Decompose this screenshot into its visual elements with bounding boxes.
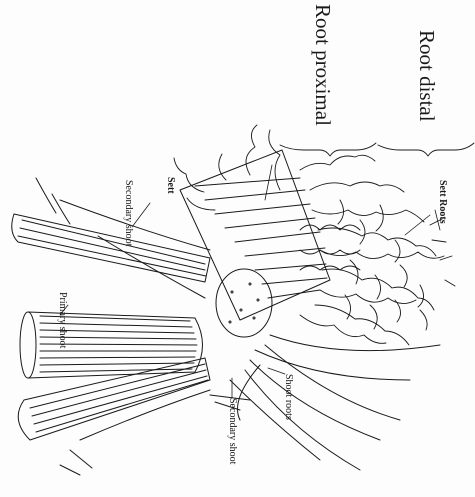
secondary-shoot-top	[12, 178, 210, 298]
label-primary-shoot: Primary shoot	[57, 292, 68, 349]
sett-roots	[174, 125, 455, 345]
label-secondary-shoot-bottom: Secondary shoot	[227, 398, 238, 465]
shoot-roots	[230, 335, 440, 470]
root-proximal-bracket	[280, 143, 376, 156]
label-secondary-shoot-top: Secondary shoot	[123, 180, 134, 247]
sett-stalk	[180, 150, 330, 320]
root-distal-bracket	[378, 143, 474, 156]
label-root-proximal: Root proximal	[311, 4, 335, 126]
secondary-shoot-bottom	[18, 358, 260, 475]
label-root-distal: Root distal	[415, 30, 439, 122]
label-sett: Sett	[165, 177, 176, 194]
sett-bud	[216, 269, 272, 337]
label-shoot-roots: Shoot roots	[283, 374, 294, 420]
root-zone-brackets	[280, 143, 474, 156]
primary-shoot	[20, 312, 203, 378]
label-sett-roots: Sett Roots	[437, 180, 448, 224]
